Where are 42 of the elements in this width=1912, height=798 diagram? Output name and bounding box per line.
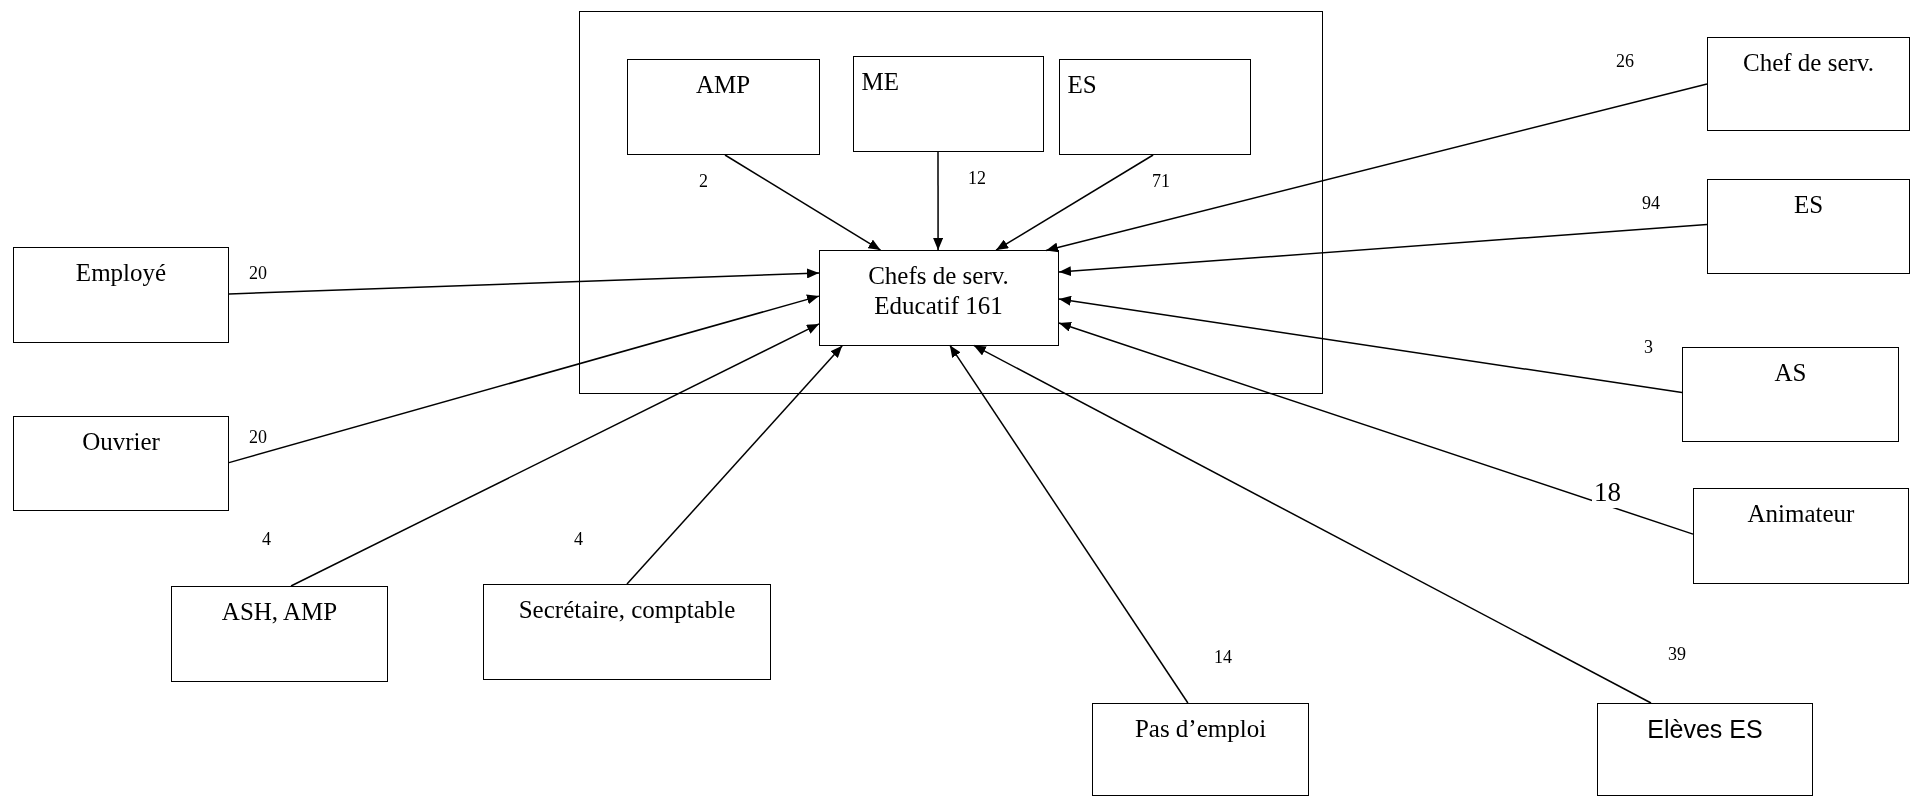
- node-label: ASH, AMP: [220, 597, 339, 627]
- node-label: Pas d’emploi: [1133, 714, 1268, 744]
- node-label: Employé: [74, 258, 168, 288]
- node-label: ES: [1792, 190, 1825, 220]
- text-box: [171, 586, 388, 682]
- group-frame: [579, 11, 1323, 394]
- text-box: [1682, 347, 1899, 442]
- text-box: [1597, 703, 1813, 796]
- text-box: [13, 416, 229, 511]
- node-label: Secrétaire, comptable: [517, 595, 737, 625]
- node-label: Ouvrier: [81, 427, 161, 457]
- arrow: [949, 344, 1189, 704]
- text-box: [1707, 37, 1910, 131]
- text-box: [626, 58, 820, 155]
- arrow: [995, 154, 1154, 251]
- text-box: [13, 247, 229, 343]
- node-label: Chef de serv.: [1742, 48, 1875, 78]
- text-box: [1707, 179, 1910, 274]
- text-box: [818, 249, 1059, 346]
- arrow: [290, 323, 820, 587]
- node-label: ES: [1066, 69, 1098, 100]
- text-box: [483, 584, 771, 680]
- arrow: [228, 294, 820, 464]
- text-box: [1092, 703, 1309, 796]
- arrow: [626, 345, 843, 585]
- text-box: [1693, 488, 1909, 584]
- node-label: Elèves ES: [1646, 714, 1764, 744]
- node-label: AMP: [694, 69, 752, 100]
- arrow: [228, 268, 820, 295]
- node-label: AS: [1773, 358, 1808, 388]
- arrow: [933, 151, 944, 251]
- node-label: Chefs de serv. Educatif 161: [867, 260, 1010, 321]
- arrow: [1058, 295, 1683, 394]
- text-box: [852, 55, 1044, 152]
- node-label: Animateur: [1746, 499, 1856, 529]
- arrow: [1058, 223, 1708, 277]
- arrow: [1045, 83, 1708, 253]
- arrow: [973, 344, 1652, 704]
- arrow: [724, 154, 882, 251]
- node-label: ME: [860, 66, 900, 97]
- arrow: [1058, 322, 1694, 535]
- text-box: [1058, 58, 1251, 155]
